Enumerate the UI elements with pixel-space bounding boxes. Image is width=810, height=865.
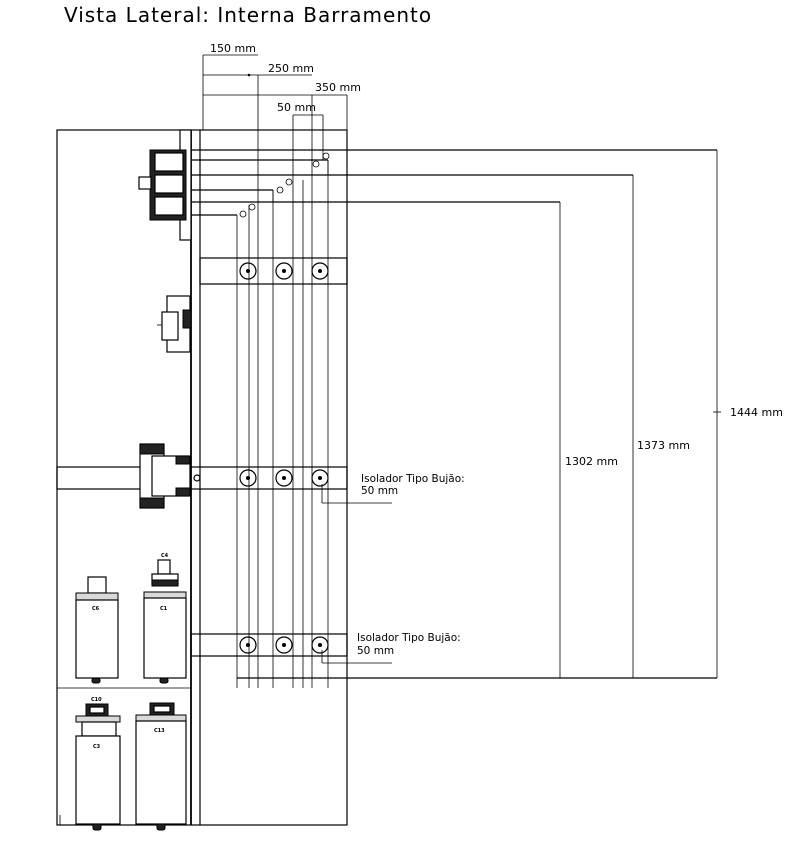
breaker-c3 [75, 703, 121, 831]
breaker-label-c13: C13 [154, 728, 165, 734]
breaker-label-c1: C1 [160, 606, 168, 612]
dim-1444: 1444 mm [730, 406, 783, 419]
dim-1302: 1302 mm [565, 455, 618, 468]
insulator-label-2: Isolador Tipo Bujão: [357, 632, 461, 644]
middle-breaker [139, 443, 191, 509]
insulator-support-bar-bottom [190, 633, 348, 657]
breaker-c6 [75, 576, 119, 684]
insulator-support-bar-top [199, 257, 348, 285]
breaker-c13 [135, 702, 187, 831]
dim-350: 350 mm [315, 81, 361, 94]
insulator-leader-2 [321, 650, 392, 664]
right-dimension-lines [237, 150, 721, 679]
drawing-title: Vista Lateral: Interna Barramento [64, 3, 432, 27]
vertical-busbar-lines [202, 55, 329, 688]
dim-150: 150 mm [210, 42, 256, 55]
middle-device [157, 295, 192, 353]
breaker-label-c3: C3 [93, 744, 101, 750]
breaker-label-c10: C10 [91, 697, 102, 703]
breaker-label-c4: C4 [161, 553, 169, 559]
main-breaker-top [138, 129, 192, 241]
insulator-size-1: 50 mm [361, 485, 398, 497]
breaker-c1 [143, 559, 187, 684]
insulator-support-bar-middle [56, 466, 348, 490]
breaker-label-c6: C6 [92, 606, 100, 612]
insulator-size-2: 50 mm [357, 645, 394, 657]
dim-50: 50 mm [277, 101, 316, 114]
insulator-leader-1 [321, 484, 392, 504]
top-dimension-lines [203, 54, 348, 130]
top-connection-bars [185, 149, 717, 218]
insulator-label-1: Isolador Tipo Bujão: [361, 473, 465, 485]
dim-250: 250 mm [268, 62, 314, 75]
dim-1373: 1373 mm [637, 439, 690, 452]
